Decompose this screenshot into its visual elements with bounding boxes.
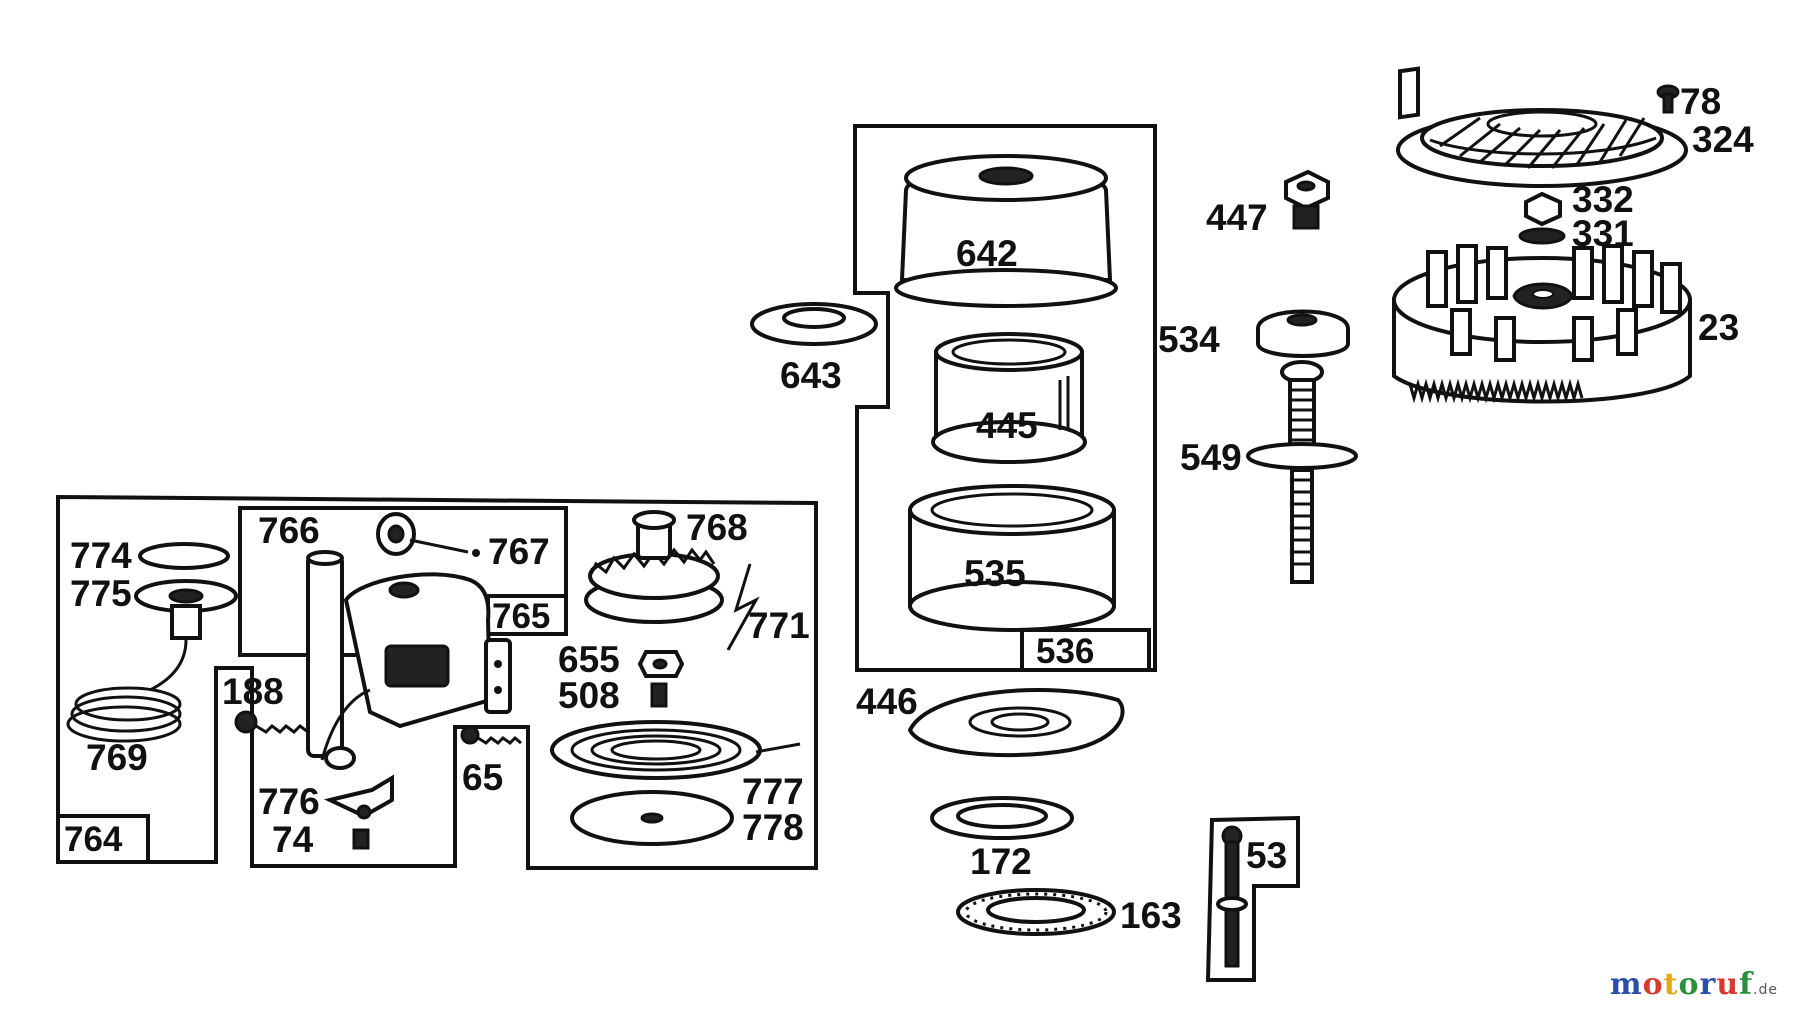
ratchet-pulley xyxy=(584,510,760,651)
watermark-letter: o xyxy=(1642,967,1664,1002)
box-536-frame xyxy=(1020,628,1151,672)
bracket-53 xyxy=(1205,815,1300,982)
part-label-445: 445 xyxy=(976,405,1038,446)
watermark-letter: m xyxy=(1609,967,1643,1002)
box-label-53: 53 xyxy=(1246,835,1287,876)
spring-188 xyxy=(234,710,309,734)
part-label-331: 331 xyxy=(1572,213,1634,254)
box-label-536: 536 xyxy=(1036,632,1094,671)
watermark-letter: o xyxy=(1678,967,1700,1002)
screw-447 xyxy=(1284,169,1330,230)
air-cleaner-cover xyxy=(894,154,1118,308)
box-label-765: 765 xyxy=(492,597,550,636)
part-label-534: 534 xyxy=(1158,319,1220,360)
starter-rope xyxy=(66,686,182,743)
starter-handle xyxy=(134,542,238,692)
watermark-letter: u xyxy=(1716,967,1740,1002)
filter-cartridge xyxy=(931,332,1087,464)
part-label-771: 771 xyxy=(748,605,810,646)
part-label-172: 172 xyxy=(970,841,1032,882)
part-label-74: 74 xyxy=(272,819,314,860)
part-label-774: 774 xyxy=(70,535,132,576)
part-label-332: 332 xyxy=(1572,179,1634,220)
motoruf-watermark: motoruf.de xyxy=(1610,967,1778,1002)
part-label-446: 446 xyxy=(856,681,918,722)
part-label-188: 188 xyxy=(222,671,284,712)
part-label-776: 776 xyxy=(258,781,320,822)
watermark-letter: t xyxy=(1663,967,1679,1002)
part-label-163: 163 xyxy=(1120,895,1182,936)
part-label-23: 23 xyxy=(1698,307,1739,348)
air-cleaner-outline xyxy=(853,124,1157,672)
flywheel-group: 78 324 332 331 23 xyxy=(1392,66,1754,404)
watermark-letter: f xyxy=(1739,967,1754,1002)
part-label-655: 655 xyxy=(558,639,620,680)
part-label-447: 447 xyxy=(1206,197,1268,238)
rotating-screen xyxy=(1396,108,1688,188)
part-label-767: 767 xyxy=(488,531,550,572)
fasteners-group: 447 549 53 xyxy=(1180,169,1358,982)
part-label-777: 777 xyxy=(742,771,804,812)
retainer-655-508 xyxy=(637,650,685,708)
brake-lever xyxy=(323,774,394,850)
part-label-775: 775 xyxy=(70,573,132,614)
part-label-508: 508 xyxy=(558,675,620,716)
starter-housing xyxy=(306,550,512,770)
part-label-78: 78 xyxy=(1680,81,1721,122)
part-label-65: 65 xyxy=(462,757,503,798)
gasket-643 xyxy=(750,302,878,346)
precleaner xyxy=(908,484,1116,632)
air-cleaner-base xyxy=(907,688,1125,758)
watermark-letter: r xyxy=(1699,967,1717,1002)
pulley-and-bolt xyxy=(376,512,480,557)
watermark-suffix: .de xyxy=(1753,982,1778,998)
part-label-768: 768 xyxy=(686,507,748,548)
part-label-778: 778 xyxy=(742,807,804,848)
stud-549 xyxy=(1246,309,1358,584)
box-label-764: 764 xyxy=(64,820,123,859)
part-label-549: 549 xyxy=(1180,437,1242,478)
starter-group-outline xyxy=(56,494,818,870)
watermark-text: motoruf xyxy=(1610,967,1753,1002)
part-label-769: 769 xyxy=(86,737,148,778)
part-label-643: 643 xyxy=(780,355,842,396)
rewind-starter-group: 764 765 766 767 768 774 775 771 655 508 … xyxy=(56,494,818,870)
screw-78 xyxy=(1656,84,1680,114)
part-label-324: 324 xyxy=(1692,119,1754,160)
part-label-642: 642 xyxy=(956,233,1018,274)
flywheel xyxy=(1392,66,1692,404)
gasket-172 xyxy=(930,796,1074,840)
part-label-766: 766 xyxy=(258,510,320,551)
part-label-535: 535 xyxy=(964,553,1026,594)
box-764-frame xyxy=(56,814,150,864)
nut-and-washer xyxy=(1518,191,1566,245)
screw-65 xyxy=(460,725,522,745)
air-cleaner-group: 536 642 643 445 535 446 172 163 534 xyxy=(750,124,1220,936)
gasket-163 xyxy=(956,888,1116,936)
rewind-spring xyxy=(550,720,801,846)
